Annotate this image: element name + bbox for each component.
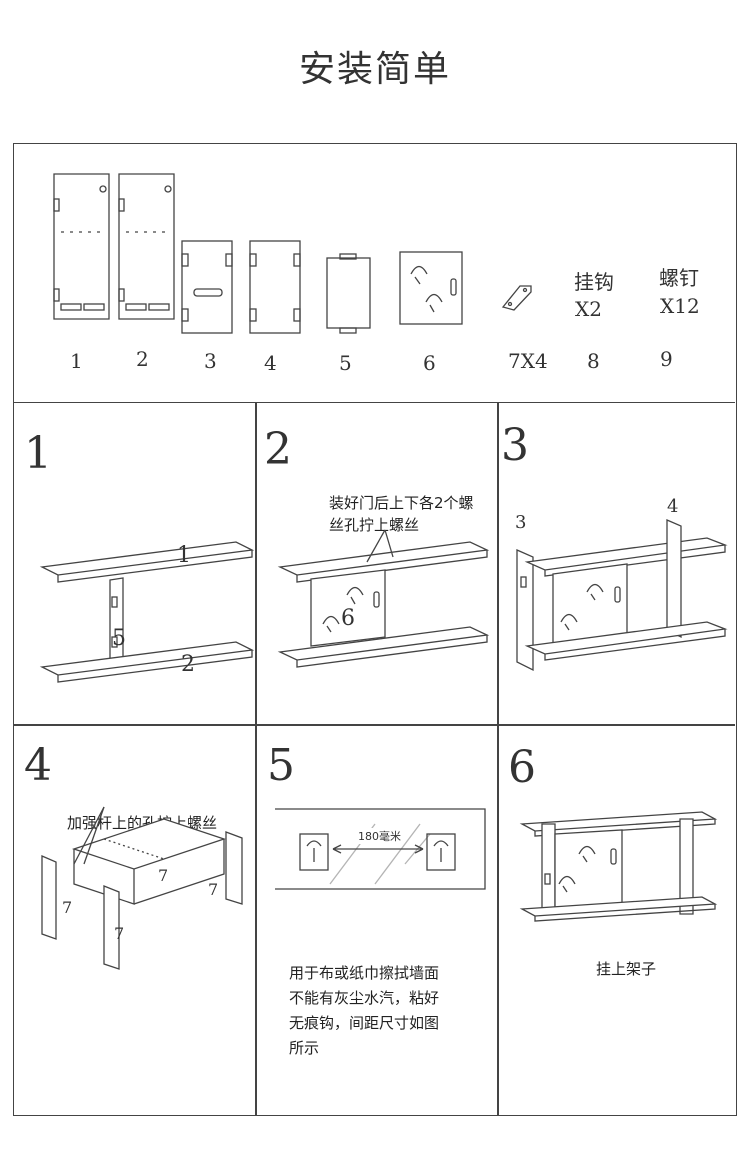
step-5-number: 5 — [267, 740, 295, 791]
part-7-bracket — [501, 285, 532, 311]
part-label-9: 9 — [660, 347, 673, 371]
part-2-panel — [118, 173, 175, 320]
part-6-door — [399, 251, 463, 325]
part-5-panel — [326, 253, 371, 334]
step-6-note: 挂上架子 — [596, 960, 657, 978]
step-2-note-line-1: 装好门后上下各2个螺 — [329, 494, 474, 512]
part-label-8: 8 — [587, 349, 600, 373]
step-6-illustration — [519, 811, 718, 922]
step-5-note-line-2: 不能有灰尘水汽，粘好 — [289, 989, 440, 1007]
parts-illustration — [53, 173, 532, 334]
grid-divider-left — [255, 402, 257, 1116]
step-4-illustration — [41, 806, 243, 970]
part-label-6: 6 — [423, 351, 436, 375]
step-1-illustration — [39, 541, 255, 683]
step-3-callout-3: 3 — [515, 512, 527, 533]
step-4-callout-7c: 7 — [208, 880, 219, 899]
step-6-number: 6 — [508, 742, 536, 793]
step-3-number: 3 — [501, 420, 529, 471]
step-4-number: 4 — [24, 740, 52, 791]
grid-divider-middle — [14, 724, 735, 726]
step-2-note-line-2: 丝孔拧上螺丝 — [329, 516, 420, 534]
step-5-measure: 180毫米 — [356, 828, 403, 844]
part-label-5: 5 — [339, 351, 352, 375]
parts-panel: 1 2 3 4 5 6 7X4 8 9 挂钩 X2 螺钉 X12 — [14, 144, 735, 403]
step-2-note: 装好门后上下各2个螺 丝孔拧上螺丝 — [329, 492, 474, 536]
hook-name: 挂钩 — [574, 270, 614, 294]
part-label-7: 7X4 — [508, 349, 548, 373]
step-4-callout-7a: 7 — [62, 898, 73, 917]
step-5-note-line-1: 用于布或纸巾擦拭墙面 — [289, 964, 440, 982]
grid-divider-right — [497, 402, 499, 1116]
step-3-illustration — [516, 519, 728, 672]
step-1-callout-5: 5 — [112, 626, 126, 651]
step-5-note: 用于布或纸巾擦拭墙面 不能有灰尘水汽，粘好 无痕钩，间距尺寸如图 所示 — [289, 961, 439, 1061]
part-4-panel — [249, 240, 301, 334]
step-5-illustration — [275, 808, 486, 890]
step-5-note-line-4: 所示 — [289, 1039, 320, 1057]
step-5-note-line-3: 无痕钩，间距尺寸如图 — [289, 1014, 440, 1032]
part-3-panel — [181, 240, 233, 334]
step-4-callout-7d: 7 — [114, 924, 125, 943]
part-label-3: 3 — [204, 349, 217, 373]
part-label-2: 2 — [136, 347, 149, 371]
step-3-callout-4: 4 — [667, 496, 679, 517]
screw-qty: X12 — [660, 294, 700, 318]
step-4-callout-7b: 7 — [158, 866, 169, 885]
hook-qty: X2 — [575, 297, 602, 321]
step-2-callout-6: 6 — [341, 606, 355, 631]
part-1-panel — [53, 173, 110, 320]
part-label-1: 1 — [70, 349, 83, 373]
screw-name: 螺钉 — [659, 266, 699, 290]
step-1-callout-1: 1 — [177, 543, 191, 568]
step-1-number: 1 — [24, 428, 52, 479]
part-label-4: 4 — [264, 351, 277, 375]
step-2-number: 2 — [264, 424, 292, 475]
step-2-illustration — [277, 529, 490, 668]
step-1-callout-2: 2 — [181, 652, 195, 677]
instruction-frame: 1 2 3 4 5 6 7X4 8 9 挂钩 X2 螺钉 X12 1 1 5 2… — [13, 143, 737, 1116]
page-title: 安装简单 — [298, 49, 451, 90]
